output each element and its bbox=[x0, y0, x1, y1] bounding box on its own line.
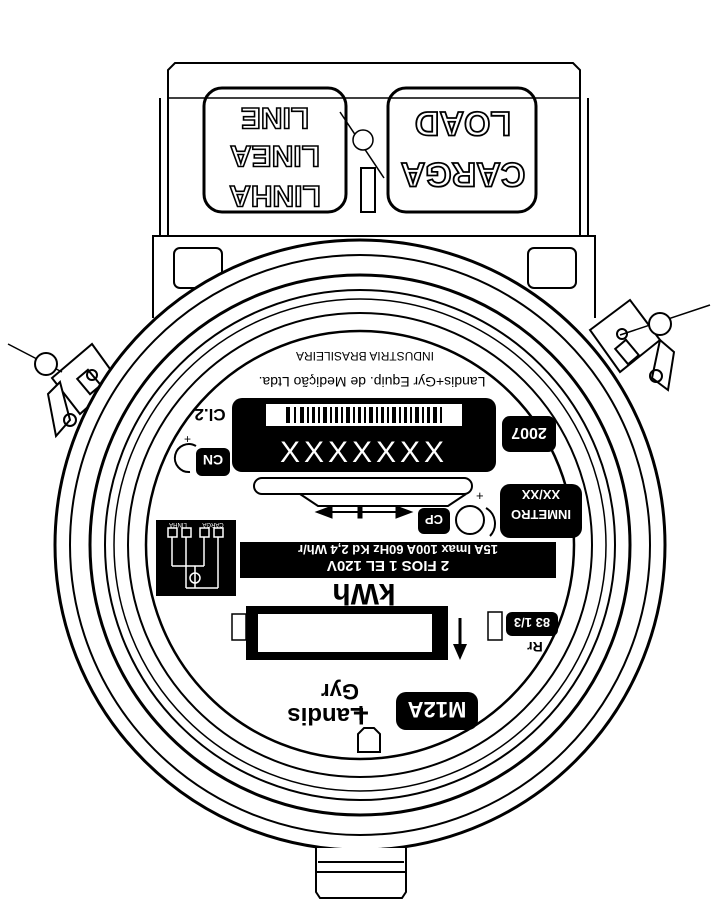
line-label-en: LINE bbox=[241, 101, 309, 134]
wiring-load-label: CARGA bbox=[202, 521, 223, 527]
ratings-line1: 2 FIOS 1 EL 120V bbox=[327, 557, 449, 574]
model-badge: M12A bbox=[396, 692, 478, 730]
load-label-en: LOAD bbox=[415, 104, 511, 142]
brand-plus: + bbox=[353, 698, 369, 729]
inmetro-code: XX/XX bbox=[522, 487, 561, 502]
rotation-arrow bbox=[314, 505, 414, 519]
line-label-es: LINEA bbox=[230, 139, 320, 172]
cp-indicator: CP + bbox=[418, 488, 496, 537]
terminal-seal bbox=[339, 111, 385, 213]
register-arrow bbox=[453, 618, 467, 660]
register-ratio-badge: 83 1/3 bbox=[506, 612, 558, 636]
wiring-line-label: LINHA bbox=[169, 521, 187, 527]
unit-label: kWh bbox=[332, 577, 395, 610]
bottom-seal-tab bbox=[315, 848, 407, 899]
brand-name-line2: Gyr bbox=[321, 679, 359, 704]
inmetro-label: INMETRO bbox=[511, 507, 571, 522]
brand-name-line1: Landis bbox=[287, 702, 364, 729]
cn-indicator: + CN bbox=[173, 432, 230, 476]
model-text: M12A bbox=[408, 697, 467, 722]
year-badge: 2007 bbox=[502, 416, 556, 452]
manufacturer-text: Landis+Gyr Equip. de Medição Ltda. bbox=[259, 374, 486, 390]
ratings-line2: 15A Imax 100A 60Hz Kd 2,4 Wh/r bbox=[298, 542, 498, 557]
right-mounting-tab bbox=[588, 298, 711, 392]
accuracy-class: Cl.2 bbox=[194, 405, 225, 424]
rr-label: Rr bbox=[527, 639, 543, 655]
bottom-notch bbox=[357, 727, 381, 753]
load-terminal-box: CARGA LOAD bbox=[386, 86, 538, 214]
barcode bbox=[286, 407, 442, 423]
cn-label: CN bbox=[203, 452, 223, 468]
ratings-plate: 2 FIOS 1 EL 120V 15A Imax 100A 60Hz Kd 2… bbox=[240, 542, 556, 578]
serial-plate: XXXXXXX bbox=[232, 398, 496, 472]
origin-text: INDUSTRIA BRASILEIRA bbox=[296, 349, 434, 363]
terminal-housing bbox=[152, 62, 596, 318]
year-text: 2007 bbox=[511, 424, 547, 441]
load-label-pt: CARGA bbox=[401, 155, 526, 193]
brand-logo: Gyr Landis + bbox=[287, 679, 369, 729]
svg-text:+: + bbox=[184, 432, 191, 446]
svg-text:+: + bbox=[476, 488, 484, 503]
inmetro-badge: XX/XX INMETRO bbox=[500, 484, 582, 538]
line-terminal-box: LINHA LINEA LINE bbox=[202, 86, 348, 214]
register-ratio: 83 1/3 bbox=[514, 615, 550, 630]
disc-window bbox=[253, 477, 473, 507]
line-label-pt: LINHA bbox=[229, 179, 321, 212]
serial-number: XXXXXXX bbox=[280, 436, 448, 469]
register-window bbox=[231, 606, 503, 660]
left-mounting-tab bbox=[7, 342, 120, 439]
wiring-diagram: LINHA CARGA bbox=[156, 520, 236, 596]
nameplate-text: INDUSTRIA BRASILEIRA Landis+Gyr Equip. d… bbox=[259, 349, 486, 390]
cp-label: CP bbox=[425, 512, 443, 527]
